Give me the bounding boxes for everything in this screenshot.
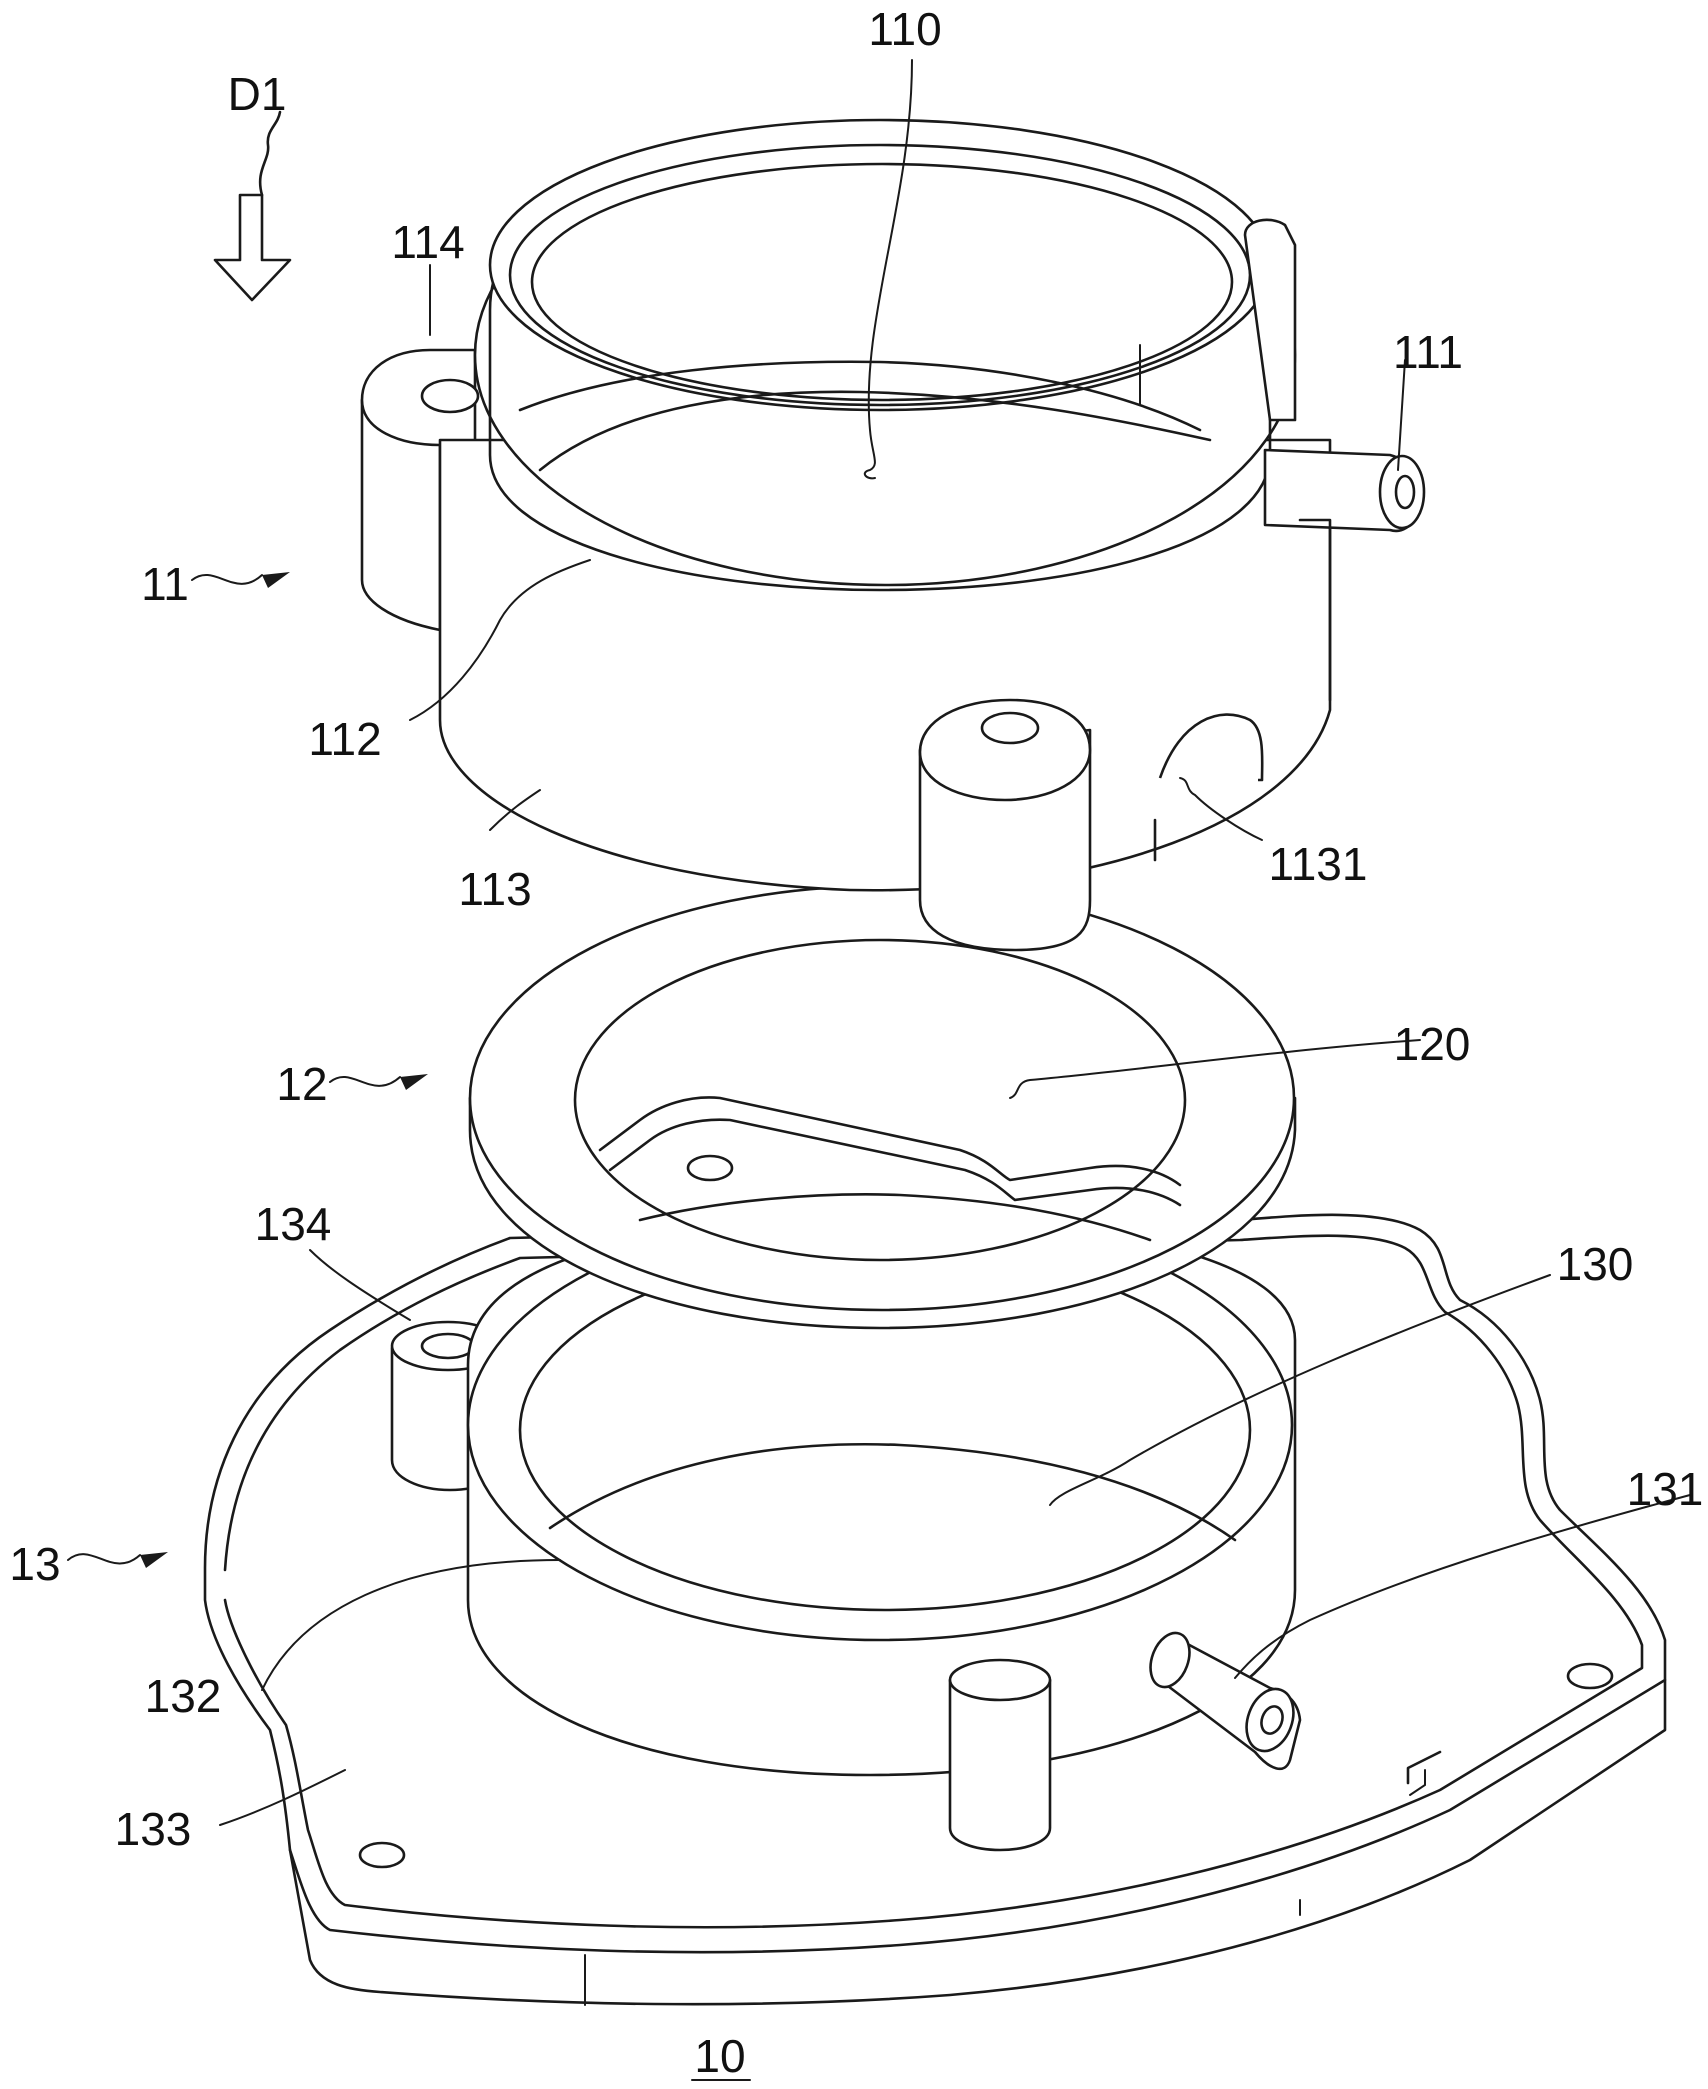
gasket-12 [470, 886, 1295, 1328]
label-130: 130 [1557, 1238, 1634, 1290]
label-131: 131 [1627, 1463, 1704, 1515]
label-10: 10 [694, 2030, 745, 2082]
label-11: 11 [141, 558, 189, 610]
label-d1: D1 [228, 68, 287, 120]
label-13: 13 [9, 1538, 60, 1590]
label-133: 133 [115, 1803, 192, 1855]
label-110: 110 [868, 3, 941, 55]
label-132: 132 [145, 1670, 222, 1722]
label-1131: 1131 [1269, 838, 1368, 890]
label-114: 114 [391, 216, 464, 268]
label-113: 113 [458, 863, 531, 915]
label-112: 112 [308, 713, 381, 765]
label-111: 111 [1393, 326, 1463, 378]
direction-arrow-d1 [215, 112, 290, 300]
top-housing-11 [362, 120, 1424, 950]
label-120: 120 [1394, 1018, 1471, 1070]
label-12: 12 [276, 1058, 327, 1110]
label-134: 134 [255, 1198, 332, 1250]
